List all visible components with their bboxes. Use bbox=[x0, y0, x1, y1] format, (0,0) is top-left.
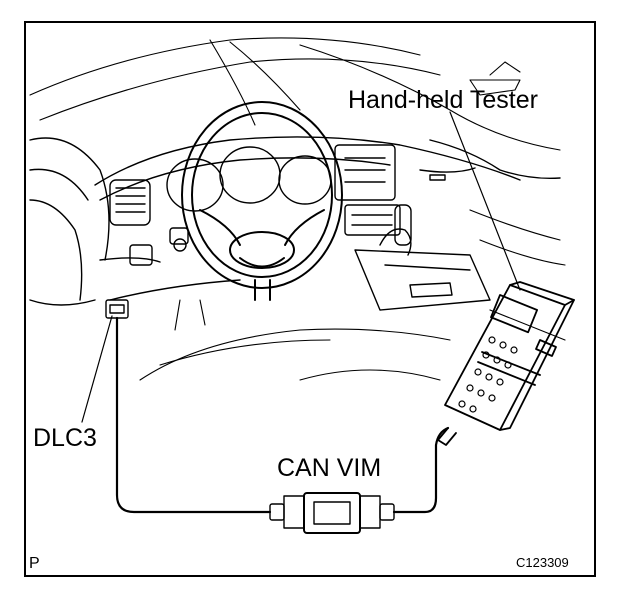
corner-code: P bbox=[29, 555, 40, 572]
dlc3-cable bbox=[115, 316, 272, 514]
center-console bbox=[334, 139, 561, 311]
diagram-frame bbox=[24, 21, 596, 577]
tester-leader-line bbox=[449, 111, 521, 291]
steering-wheel bbox=[181, 101, 343, 301]
tester-label: Hand-held Tester bbox=[348, 86, 538, 114]
can-vim-module bbox=[269, 492, 395, 534]
floor-and-seats bbox=[139, 209, 566, 381]
dlc3-label: DLC3 bbox=[33, 424, 97, 452]
dashboard bbox=[94, 136, 521, 301]
can-vim-label: CAN VIM bbox=[277, 454, 382, 482]
tester-cable bbox=[392, 426, 450, 514]
door-panel bbox=[29, 137, 110, 306]
dlc3-connector bbox=[105, 299, 129, 319]
windshield-lines bbox=[29, 37, 561, 151]
figure-id: C123309 bbox=[516, 555, 569, 570]
hand-held-tester bbox=[437, 281, 575, 446]
dlc3-leader-line bbox=[81, 315, 113, 423]
